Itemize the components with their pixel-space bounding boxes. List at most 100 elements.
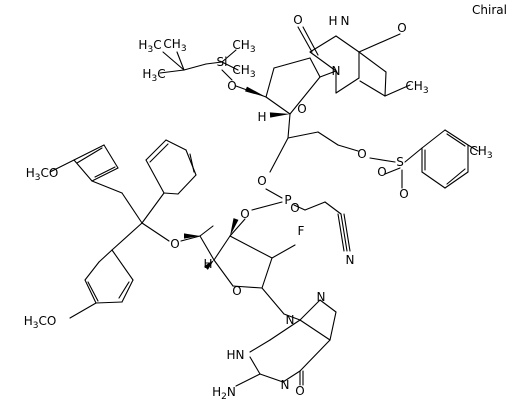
atom-label-o-ura2: O xyxy=(293,13,302,27)
bond-27 xyxy=(221,61,239,71)
bond-84 xyxy=(149,143,169,163)
bond-86 xyxy=(98,249,113,263)
bond-99 xyxy=(299,319,331,341)
bond-79 xyxy=(145,139,167,161)
bond-88 xyxy=(84,279,97,304)
bond-61 xyxy=(271,244,296,259)
bond-76 xyxy=(94,166,116,178)
chiral-label: Chiral xyxy=(472,3,507,17)
bond-15 xyxy=(273,57,311,69)
atom-label-nh2: H2N xyxy=(212,385,236,402)
bond-77 xyxy=(76,147,103,164)
atom-label-o-ura4: O xyxy=(397,21,406,35)
bond-63 xyxy=(199,235,215,261)
bond-98 xyxy=(329,311,337,341)
atom-label-p: P xyxy=(284,193,291,207)
bond-18 xyxy=(289,76,321,115)
atom-label-s: S xyxy=(396,155,404,169)
atom-label-o-ts: O xyxy=(357,147,366,161)
bond-32 xyxy=(269,137,289,173)
bond-74 xyxy=(103,144,119,169)
bond-97 xyxy=(319,299,337,313)
bond-34 xyxy=(404,147,423,163)
atom-label-nh-g: N xyxy=(236,348,245,362)
bond-83 xyxy=(163,192,179,195)
bond-13 xyxy=(319,70,337,78)
atom-label-n-g1: N xyxy=(281,378,290,392)
atom-label-h-g: H xyxy=(226,348,235,362)
atom-label-me-tbs3: CH3 xyxy=(163,37,186,54)
bond-35 xyxy=(384,167,401,175)
bond-81 xyxy=(185,149,197,176)
bond-94 xyxy=(69,302,97,319)
bond-55 xyxy=(229,218,246,237)
bond-14 xyxy=(309,57,321,78)
bond-50 xyxy=(324,201,342,215)
bond-58 xyxy=(232,285,263,289)
bond-100 xyxy=(269,319,301,341)
bond-30 xyxy=(317,131,339,146)
bond-60 xyxy=(229,235,273,259)
bond-layer xyxy=(49,26,479,387)
bond-92 xyxy=(87,281,99,302)
atom-label-si: Si xyxy=(217,55,228,69)
atom-label-ch3-thy: CH3 xyxy=(405,79,428,96)
bond-70 xyxy=(91,180,123,194)
atom-label-n7: N xyxy=(317,290,326,304)
atom-label-n-cn: N xyxy=(346,253,355,267)
bond-69 xyxy=(111,222,143,251)
atom-label-o-ring2: O xyxy=(232,284,241,298)
atom-label-o-p3: O xyxy=(240,207,249,221)
atom-label-h-c4: H xyxy=(257,110,266,124)
atom-label-me-tbs2: H3C xyxy=(142,67,165,84)
bond-67 xyxy=(121,192,143,224)
atom-label-o-si: O xyxy=(227,79,236,93)
bond-90 xyxy=(121,279,134,303)
bond-51 xyxy=(340,213,348,252)
wedge-bond-2 xyxy=(230,218,239,236)
bond-16 xyxy=(265,67,275,98)
atom-label-o-ring1: O xyxy=(297,102,306,116)
bond-56 xyxy=(213,235,231,261)
bond-23 xyxy=(162,51,185,71)
bond-78 xyxy=(145,159,165,194)
bond-106 xyxy=(235,373,261,387)
bond-37 xyxy=(421,129,446,149)
bond-101 xyxy=(249,339,271,353)
bond-103 xyxy=(259,373,284,383)
atom-label-ome2: H3CO xyxy=(24,314,57,331)
bond-54 xyxy=(251,201,283,211)
bond-7 xyxy=(302,26,319,56)
bond-44 xyxy=(446,168,466,185)
bond-65 xyxy=(141,222,170,242)
atom-label-me-tol: CH3 xyxy=(469,144,492,161)
atom-label-o-s1: O xyxy=(377,165,386,179)
bond-57 xyxy=(213,259,234,287)
bond-6 xyxy=(297,26,313,53)
bond-96 xyxy=(299,299,321,321)
bond-41 xyxy=(421,171,446,189)
wedge-bond-4 xyxy=(184,233,200,239)
bond-62 xyxy=(261,287,285,315)
bond-22 xyxy=(183,63,207,71)
bond-59 xyxy=(261,257,273,289)
atom-label-o-s2: O xyxy=(399,187,408,201)
atom-label-me-tbs1: H3C xyxy=(138,38,161,55)
bond-0 xyxy=(309,35,337,53)
bond-85 xyxy=(189,153,195,173)
bond-21 xyxy=(205,61,223,65)
bond-66 xyxy=(199,225,214,237)
bond-80 xyxy=(165,139,187,151)
bond-26 xyxy=(221,49,237,63)
atom-label-ome1: H3CO xyxy=(26,166,59,183)
bond-64 xyxy=(180,235,201,242)
bond-25 xyxy=(176,51,185,71)
bond-12 xyxy=(358,51,387,73)
atom-label-o-p2: O xyxy=(290,201,299,215)
atom-label-o-g6: O xyxy=(295,384,304,398)
bond-95 xyxy=(283,313,301,321)
bond-46 xyxy=(467,144,479,152)
atom-label-f: F xyxy=(298,224,305,238)
